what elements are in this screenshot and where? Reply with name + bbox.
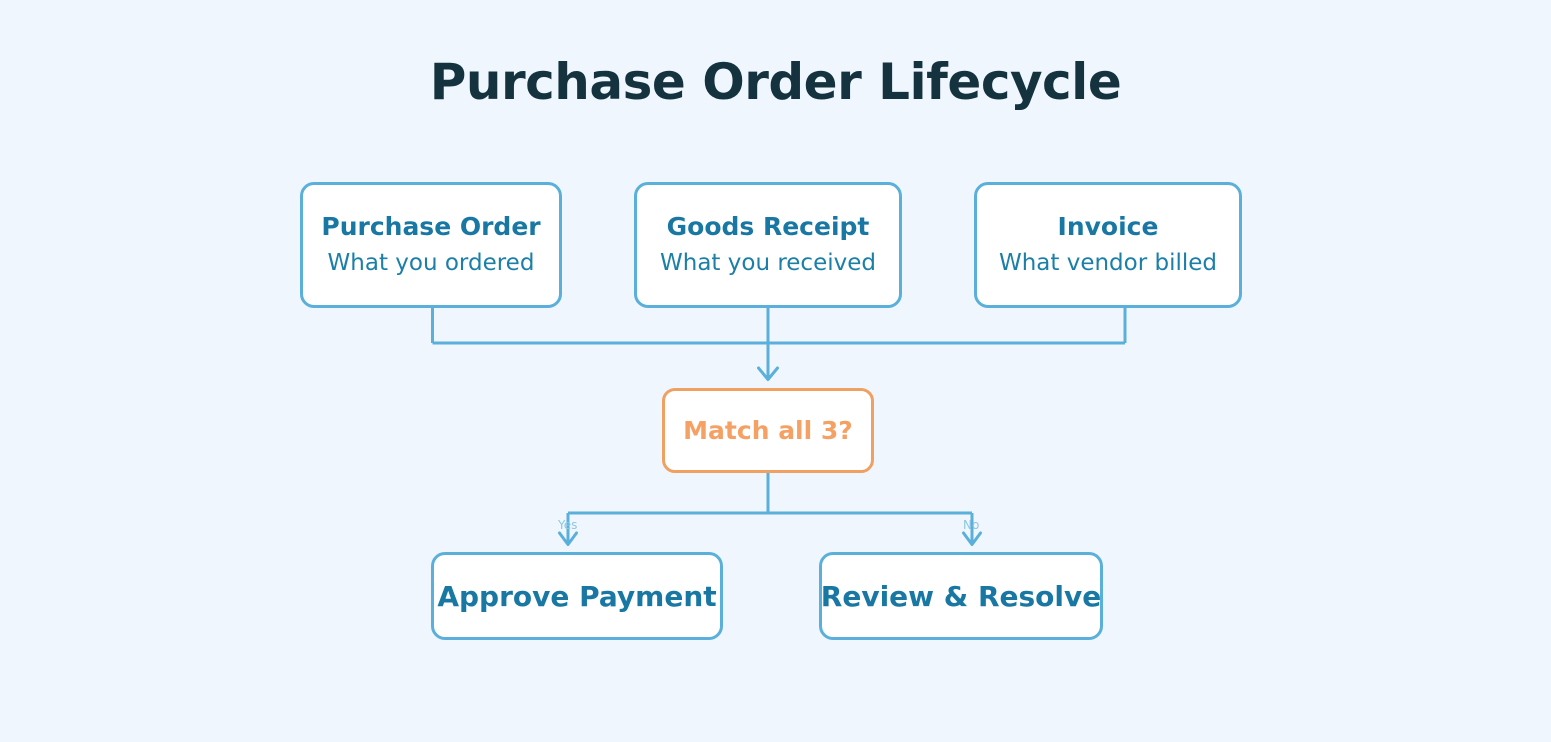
node-review-resolve[interactable]: Review & Resolve	[819, 552, 1103, 640]
node-invoice-title: Invoice	[1057, 212, 1159, 242]
arrowhead-no	[962, 531, 982, 546]
page-title: Purchase Order Lifecycle	[429, 53, 1122, 111]
node-goods-receipt[interactable]: Goods Receipt What you received	[634, 182, 902, 308]
branch-label-yes: Yes	[558, 518, 578, 532]
node-purchase-order[interactable]: Purchase Order What you ordered	[300, 182, 562, 308]
node-purchase-order-title: Purchase Order	[321, 212, 541, 242]
node-match-all-3[interactable]: Match all 3?	[662, 388, 874, 473]
branch-label-no: No	[963, 518, 980, 532]
node-goods-receipt-subtitle: What you received	[660, 249, 876, 276]
node-approve-payment[interactable]: Approve Payment	[431, 552, 723, 640]
node-invoice-subtitle: What vendor billed	[998, 249, 1218, 276]
node-review-resolve-title: Review & Resolve	[820, 579, 1102, 613]
arrowhead-to-decision	[757, 366, 779, 381]
arrowhead-yes	[558, 531, 578, 546]
node-invoice[interactable]: Invoice What vendor billed	[974, 182, 1242, 308]
node-approve-payment-title: Approve Payment	[437, 579, 717, 613]
node-goods-receipt-title: Goods Receipt	[666, 212, 870, 242]
node-purchase-order-subtitle: What you ordered	[327, 249, 535, 276]
node-match-all-3-title: Match all 3?	[683, 415, 853, 445]
